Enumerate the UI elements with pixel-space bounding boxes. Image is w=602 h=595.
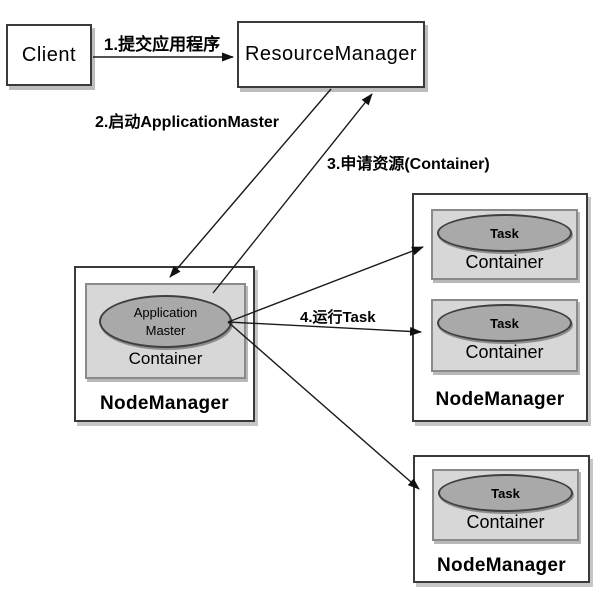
app-master-container: Application Master Container [85,283,246,379]
application-master-ellipse: Application Master [99,295,232,348]
node-manager-label: NodeManager [437,555,566,576]
task-container-1: Task Container [431,209,578,280]
edge-label-request-resources: 3.申请资源(Container) [327,156,490,173]
task-container-3: Task Container [432,469,579,541]
node-manager-label: NodeManager [100,393,229,414]
arrow-4c-run-task-bottom [227,321,420,490]
task-label: Task [491,485,520,501]
task-label: Task [490,315,519,331]
resource-manager-node: ResourceManager [237,21,425,88]
task-container-2: Task Container [431,299,578,372]
container-label: Container [466,512,545,532]
node-manager-left: Application Master Container NodeManager [74,266,255,422]
container-label: Container [128,349,203,368]
resource-manager-label: ResourceManager [244,43,418,65]
node-manager-right-bottom: Task Container NodeManager [413,455,590,583]
task-label: Task [490,225,519,241]
container-label: Container [465,342,544,362]
task-ellipse-3: Task [438,474,573,512]
task-ellipse-1: Task [437,214,572,252]
node-manager-label: NodeManager [435,389,565,410]
edge-label-start-application-master: 2.启动ApplicationMaster [95,114,280,131]
application-master-label-line2: Master [145,322,186,338]
edge-label-submit-application: 1.提交应用程序 [103,35,221,54]
client-label: Client [21,43,77,66]
client-node: Client [6,24,92,86]
application-master-label-line1: Application [133,304,198,320]
task-ellipse-2: Task [437,304,572,342]
node-manager-right-top: Task Container Task Container NodeManage… [412,193,588,422]
container-label: Container [465,252,544,272]
edge-label-run-task: 4.运行Task [300,309,376,326]
